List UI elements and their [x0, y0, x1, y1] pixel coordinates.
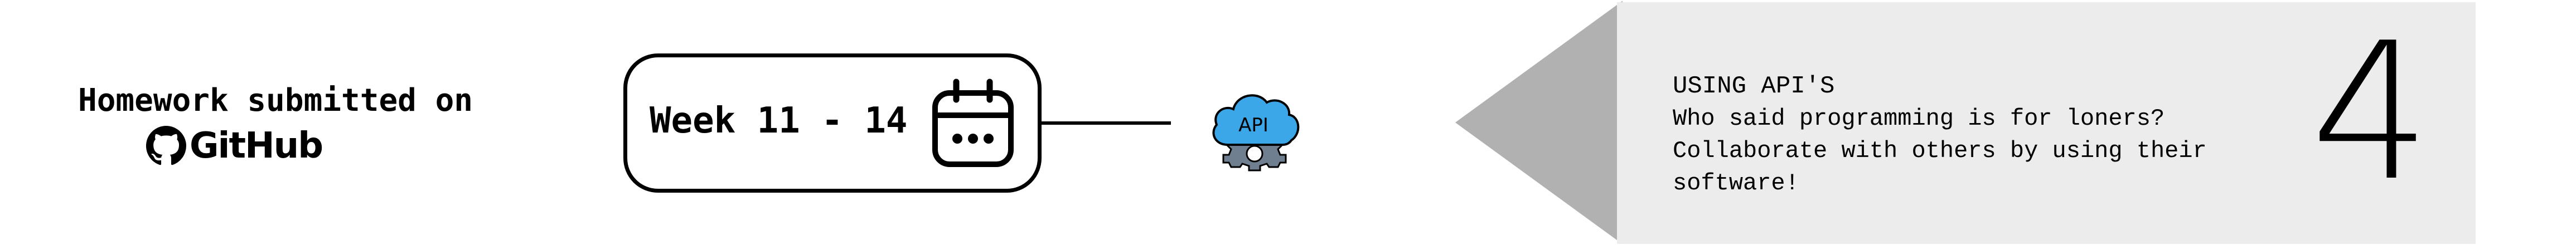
connector-line: [1042, 121, 1171, 125]
module-number: 4: [2310, 2, 2431, 223]
github-octocat-icon: [146, 125, 186, 166]
calendar-icon: [923, 74, 1023, 177]
api-badge-text: API: [1238, 114, 1268, 136]
github-wordmark: GitHub: [190, 125, 323, 166]
week-range-label: Week 11 - 14: [650, 100, 908, 141]
module-description: Who said programming is for loners? Coll…: [1673, 105, 2207, 197]
github-logo: GitHub: [78, 125, 390, 166]
module-text: USING API'S Who said programming is for …: [1673, 70, 2320, 199]
left-arrow-shape: [1455, 1, 1623, 244]
cloud-api-gear-icon: API: [1204, 82, 1305, 174]
homework-label: Homework submitted on: [78, 82, 473, 119]
homework-submission-block: Homework submitted on GitHub: [78, 82, 473, 166]
week-range-box: Week 11 - 14: [623, 53, 1042, 193]
module-panel: USING API'S Who said programming is for …: [1617, 2, 2476, 244]
module-title: USING API'S: [1673, 72, 1835, 100]
